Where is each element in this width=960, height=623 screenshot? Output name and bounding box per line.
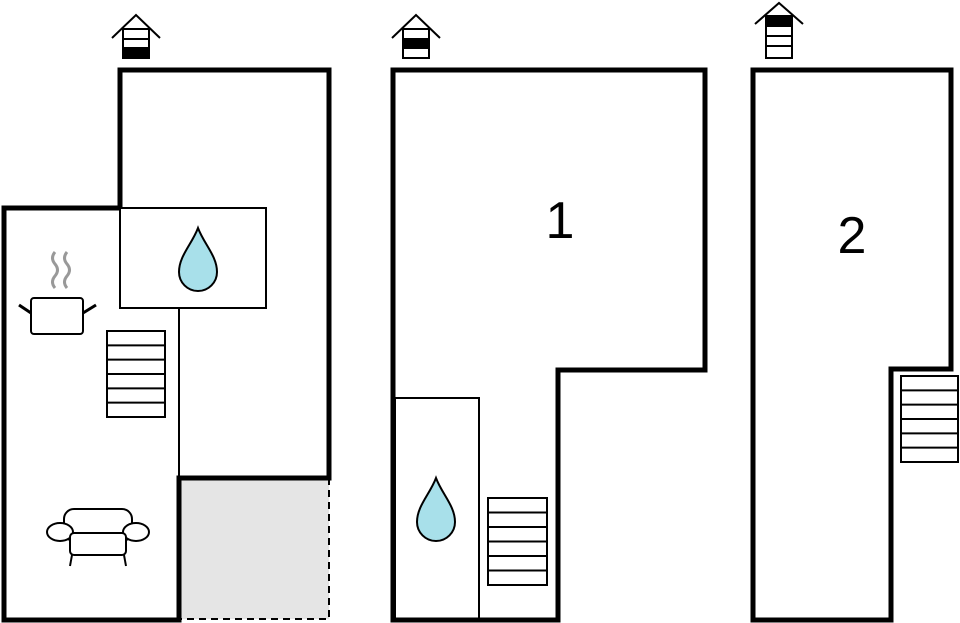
terrace-edge	[180, 478, 330, 620]
water-drop-icon	[177, 225, 219, 292]
floor-ground	[1, 13, 332, 623]
stairs-icon	[487, 497, 548, 586]
floor-1: 1	[390, 13, 708, 623]
ground-floor-walls	[1, 67, 332, 623]
terrace	[180, 478, 329, 619]
floor-1-walls	[390, 67, 708, 623]
stairs-icon	[900, 375, 959, 463]
house-floor-2-icon	[754, 1, 804, 59]
cooking-pot-icon	[18, 251, 97, 335]
house-floor-ground-icon	[111, 13, 161, 59]
floor-2: 2	[750, 1, 959, 623]
floor-2-walls	[750, 67, 954, 623]
stairs-icon	[106, 330, 166, 418]
sofa-icon	[46, 508, 150, 567]
house-floor-1-icon	[391, 13, 441, 59]
room-label-1: 1	[546, 192, 575, 250]
room-label-2: 2	[838, 207, 867, 265]
bathroom-floor-1	[394, 397, 480, 621]
water-drop-icon	[415, 475, 457, 542]
